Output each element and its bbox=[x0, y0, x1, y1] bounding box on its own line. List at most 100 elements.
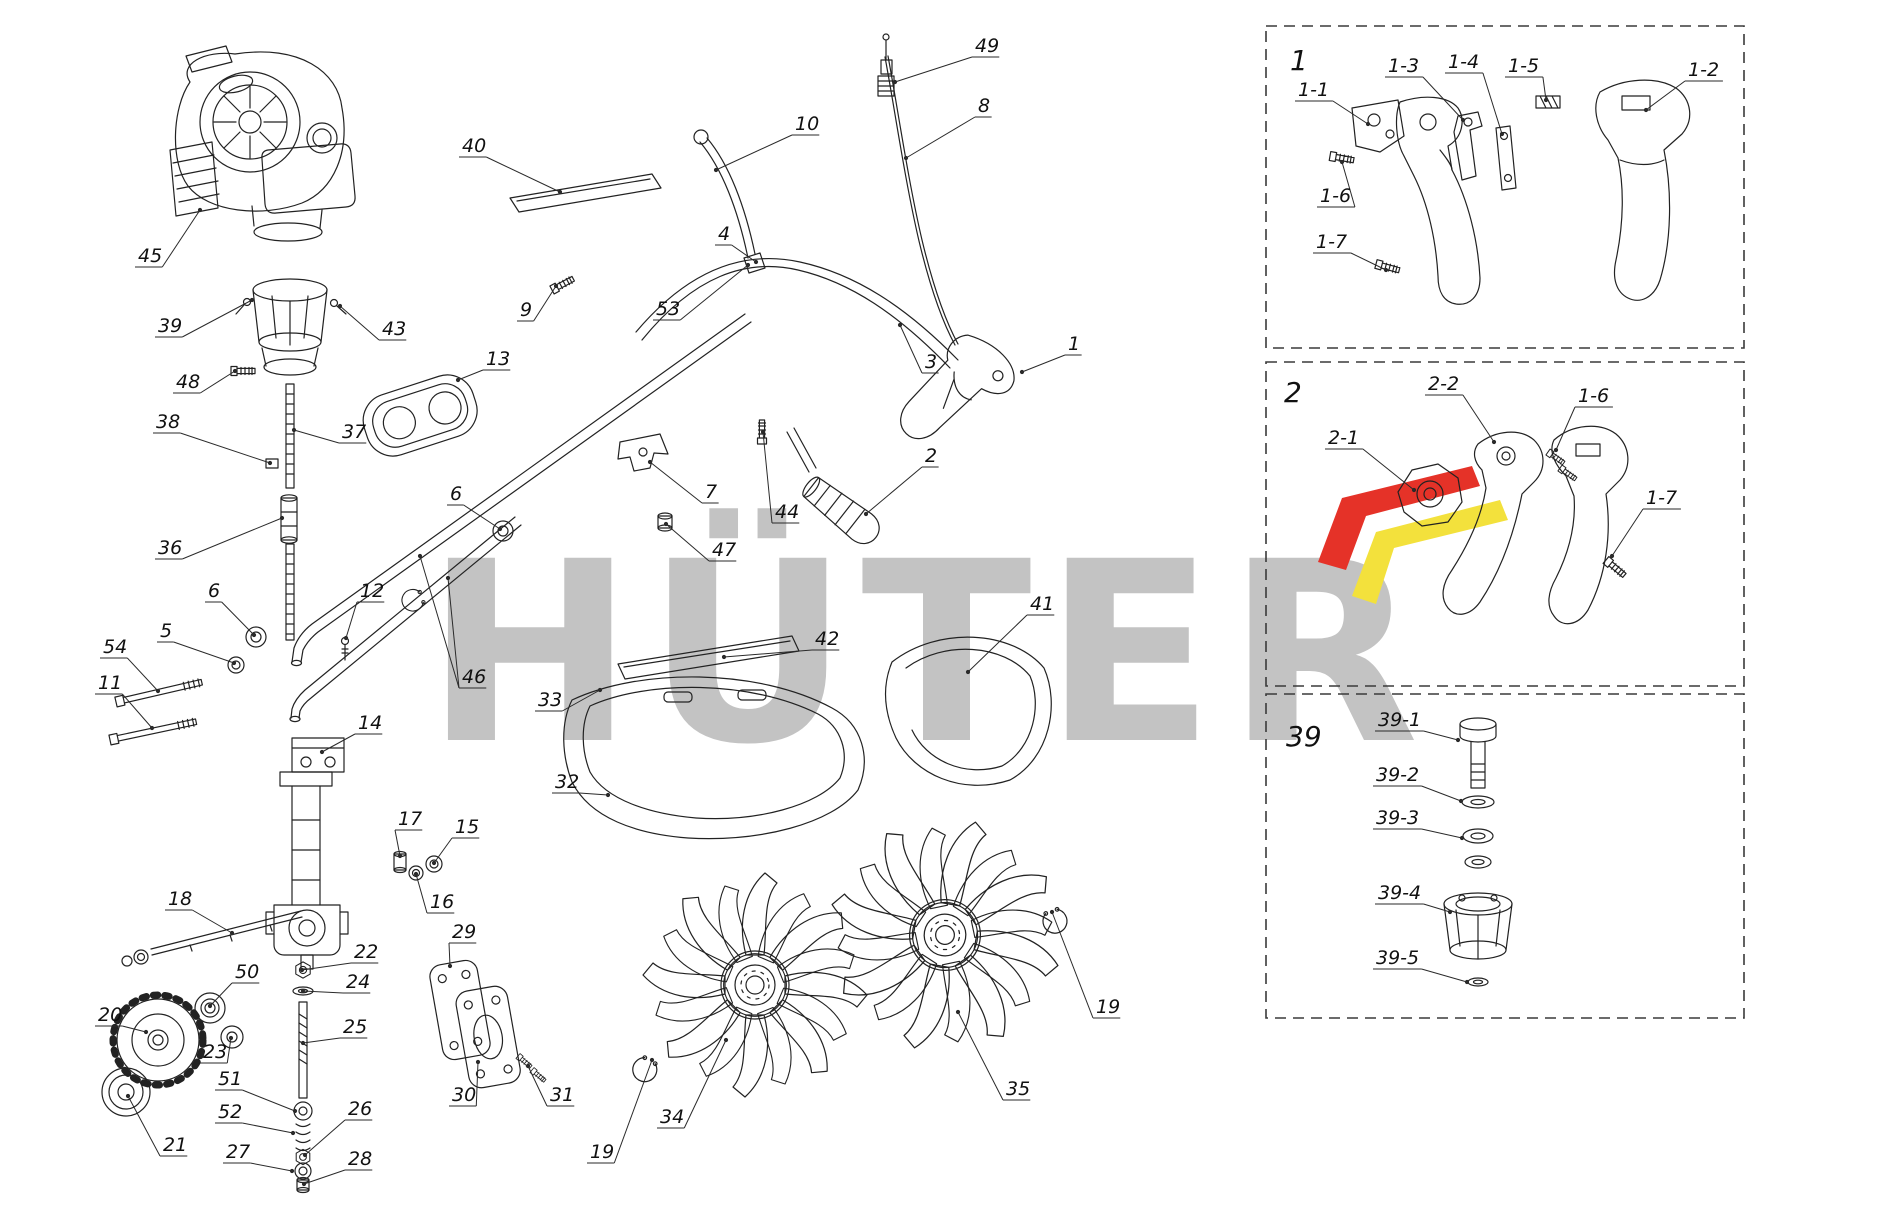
part-callout-2-2: 2-2 bbox=[1425, 373, 1497, 445]
part-number: 44 bbox=[775, 501, 799, 523]
clamp-7 bbox=[617, 433, 669, 472]
part-callout-22: 22 bbox=[299, 941, 379, 973]
choke-rod bbox=[693, 129, 766, 274]
part-callout-11: 11 bbox=[95, 672, 155, 731]
part-number: 20 bbox=[98, 1004, 122, 1026]
part-callout-19: 19 bbox=[587, 1057, 655, 1164]
part-callout-53: 53 bbox=[653, 262, 751, 321]
part-number: 14 bbox=[358, 712, 382, 734]
part-number: 1-7 bbox=[1646, 487, 1677, 509]
part-callout-6: 6 bbox=[205, 580, 257, 638]
part-callout-37: 37 bbox=[291, 421, 367, 444]
sub-assembly-panel-39 bbox=[1265, 693, 1745, 1019]
panel39-clutch-parts bbox=[1443, 717, 1513, 987]
part-callout-30: 30 bbox=[449, 1059, 481, 1107]
worm-gear-parts bbox=[292, 961, 314, 1194]
spacer-rings bbox=[227, 520, 514, 674]
handlebar-tubes bbox=[289, 257, 959, 723]
part-callout-49: 49 bbox=[892, 35, 1000, 85]
guard-41 bbox=[885, 636, 1052, 786]
sub-assembly-panel-1 bbox=[1265, 25, 1745, 349]
sub-assembly-panel-2 bbox=[1265, 361, 1745, 687]
part-number: 24 bbox=[346, 971, 370, 993]
part-number: 39-3 bbox=[1376, 807, 1419, 829]
part-number: 27 bbox=[226, 1141, 250, 1163]
part-callout-3: 3 bbox=[897, 322, 939, 374]
part-callout-43: 43 bbox=[337, 303, 407, 341]
part-callout-25: 25 bbox=[300, 1016, 368, 1046]
part-number: 39-2 bbox=[1376, 764, 1419, 786]
part-callout-40: 40 bbox=[459, 135, 563, 195]
throttle-cable bbox=[877, 33, 959, 346]
part-callout-9: 9 bbox=[517, 283, 559, 322]
part-number: 9 bbox=[520, 299, 532, 321]
part-callout-1-7: 1-7 bbox=[1313, 231, 1389, 273]
part-callout-48: 48 bbox=[173, 368, 238, 394]
part-callout-1-6: 1-6 bbox=[1553, 385, 1613, 453]
part-number: 50 bbox=[235, 961, 259, 983]
part-number: 16 bbox=[430, 891, 454, 913]
part-callout-2: 2 bbox=[1284, 376, 1302, 409]
part-callout-23: 23 bbox=[200, 1035, 234, 1064]
part-callout-52: 52 bbox=[215, 1101, 296, 1136]
part-callout-1: 1 bbox=[1290, 44, 1308, 77]
part-number: 52 bbox=[218, 1101, 242, 1123]
part-number: 2-1 bbox=[1328, 427, 1359, 449]
part-number: 40 bbox=[462, 135, 486, 157]
part-number: 11 bbox=[98, 672, 122, 694]
part-number: 32 bbox=[555, 771, 579, 793]
part-callout-7: 7 bbox=[647, 459, 719, 504]
part-number: 47 bbox=[712, 539, 736, 561]
part-number: 8 bbox=[978, 95, 990, 117]
part-callout-41: 41 bbox=[965, 593, 1055, 675]
part-number: 2 bbox=[1284, 376, 1302, 409]
part-number: 26 bbox=[348, 1098, 372, 1120]
part-callout-29: 29 bbox=[447, 921, 477, 969]
part-callout-36: 36 bbox=[155, 515, 285, 560]
part-callout-4: 4 bbox=[715, 223, 759, 265]
part-number: 2-2 bbox=[1428, 373, 1459, 395]
part-callout-33: 33 bbox=[535, 687, 603, 712]
part-callout-46: 46 bbox=[417, 553, 487, 689]
bolt-9 bbox=[549, 274, 576, 295]
part-callout-6: 6 bbox=[447, 483, 503, 532]
part-callout-21: 21 bbox=[125, 1093, 188, 1157]
cover-plates bbox=[429, 959, 548, 1089]
part-number: 43 bbox=[382, 318, 406, 340]
part-number: 48 bbox=[176, 371, 200, 393]
part-callout-15: 15 bbox=[431, 816, 480, 866]
part-callout-1: 1 bbox=[1019, 333, 1082, 375]
part-callout-45: 45 bbox=[135, 207, 203, 268]
part-number: 29 bbox=[452, 921, 476, 943]
part-number: 5 bbox=[160, 620, 172, 642]
part-callout-34: 34 bbox=[657, 1037, 729, 1129]
part-number: 1-7 bbox=[1316, 231, 1347, 253]
part-callout-39-3: 39-3 bbox=[1373, 807, 1465, 841]
brand-logo-icon bbox=[1318, 466, 1508, 604]
part-callout-31: 31 bbox=[525, 1063, 575, 1107]
panel1-throttle-handle-parts bbox=[1328, 79, 1691, 305]
handle-bracket-13 bbox=[362, 374, 478, 457]
part-number: 46 bbox=[462, 666, 486, 688]
part-callout-10: 10 bbox=[713, 113, 820, 173]
part-number: 13 bbox=[486, 348, 510, 370]
bolt-11 bbox=[108, 716, 198, 746]
part-callout-16: 16 bbox=[413, 871, 455, 914]
part-number: 22 bbox=[354, 941, 378, 963]
part-callout-26: 26 bbox=[302, 1098, 373, 1158]
part-number: 34 bbox=[660, 1106, 684, 1128]
part-number: 36 bbox=[158, 537, 182, 559]
drive-shaft bbox=[265, 383, 298, 641]
part-number: 53 bbox=[656, 298, 680, 320]
part-number: 1 bbox=[1068, 333, 1080, 355]
part-number: 1-5 bbox=[1508, 55, 1539, 77]
part-number: 39 bbox=[1286, 720, 1322, 753]
part-number: 12 bbox=[360, 580, 384, 602]
input-shaft-18 bbox=[121, 910, 303, 967]
part-number: 51 bbox=[218, 1068, 242, 1090]
part-number: 6 bbox=[450, 483, 462, 505]
part-number: 1-1 bbox=[1298, 79, 1329, 101]
part-callout-50: 50 bbox=[207, 961, 260, 1009]
